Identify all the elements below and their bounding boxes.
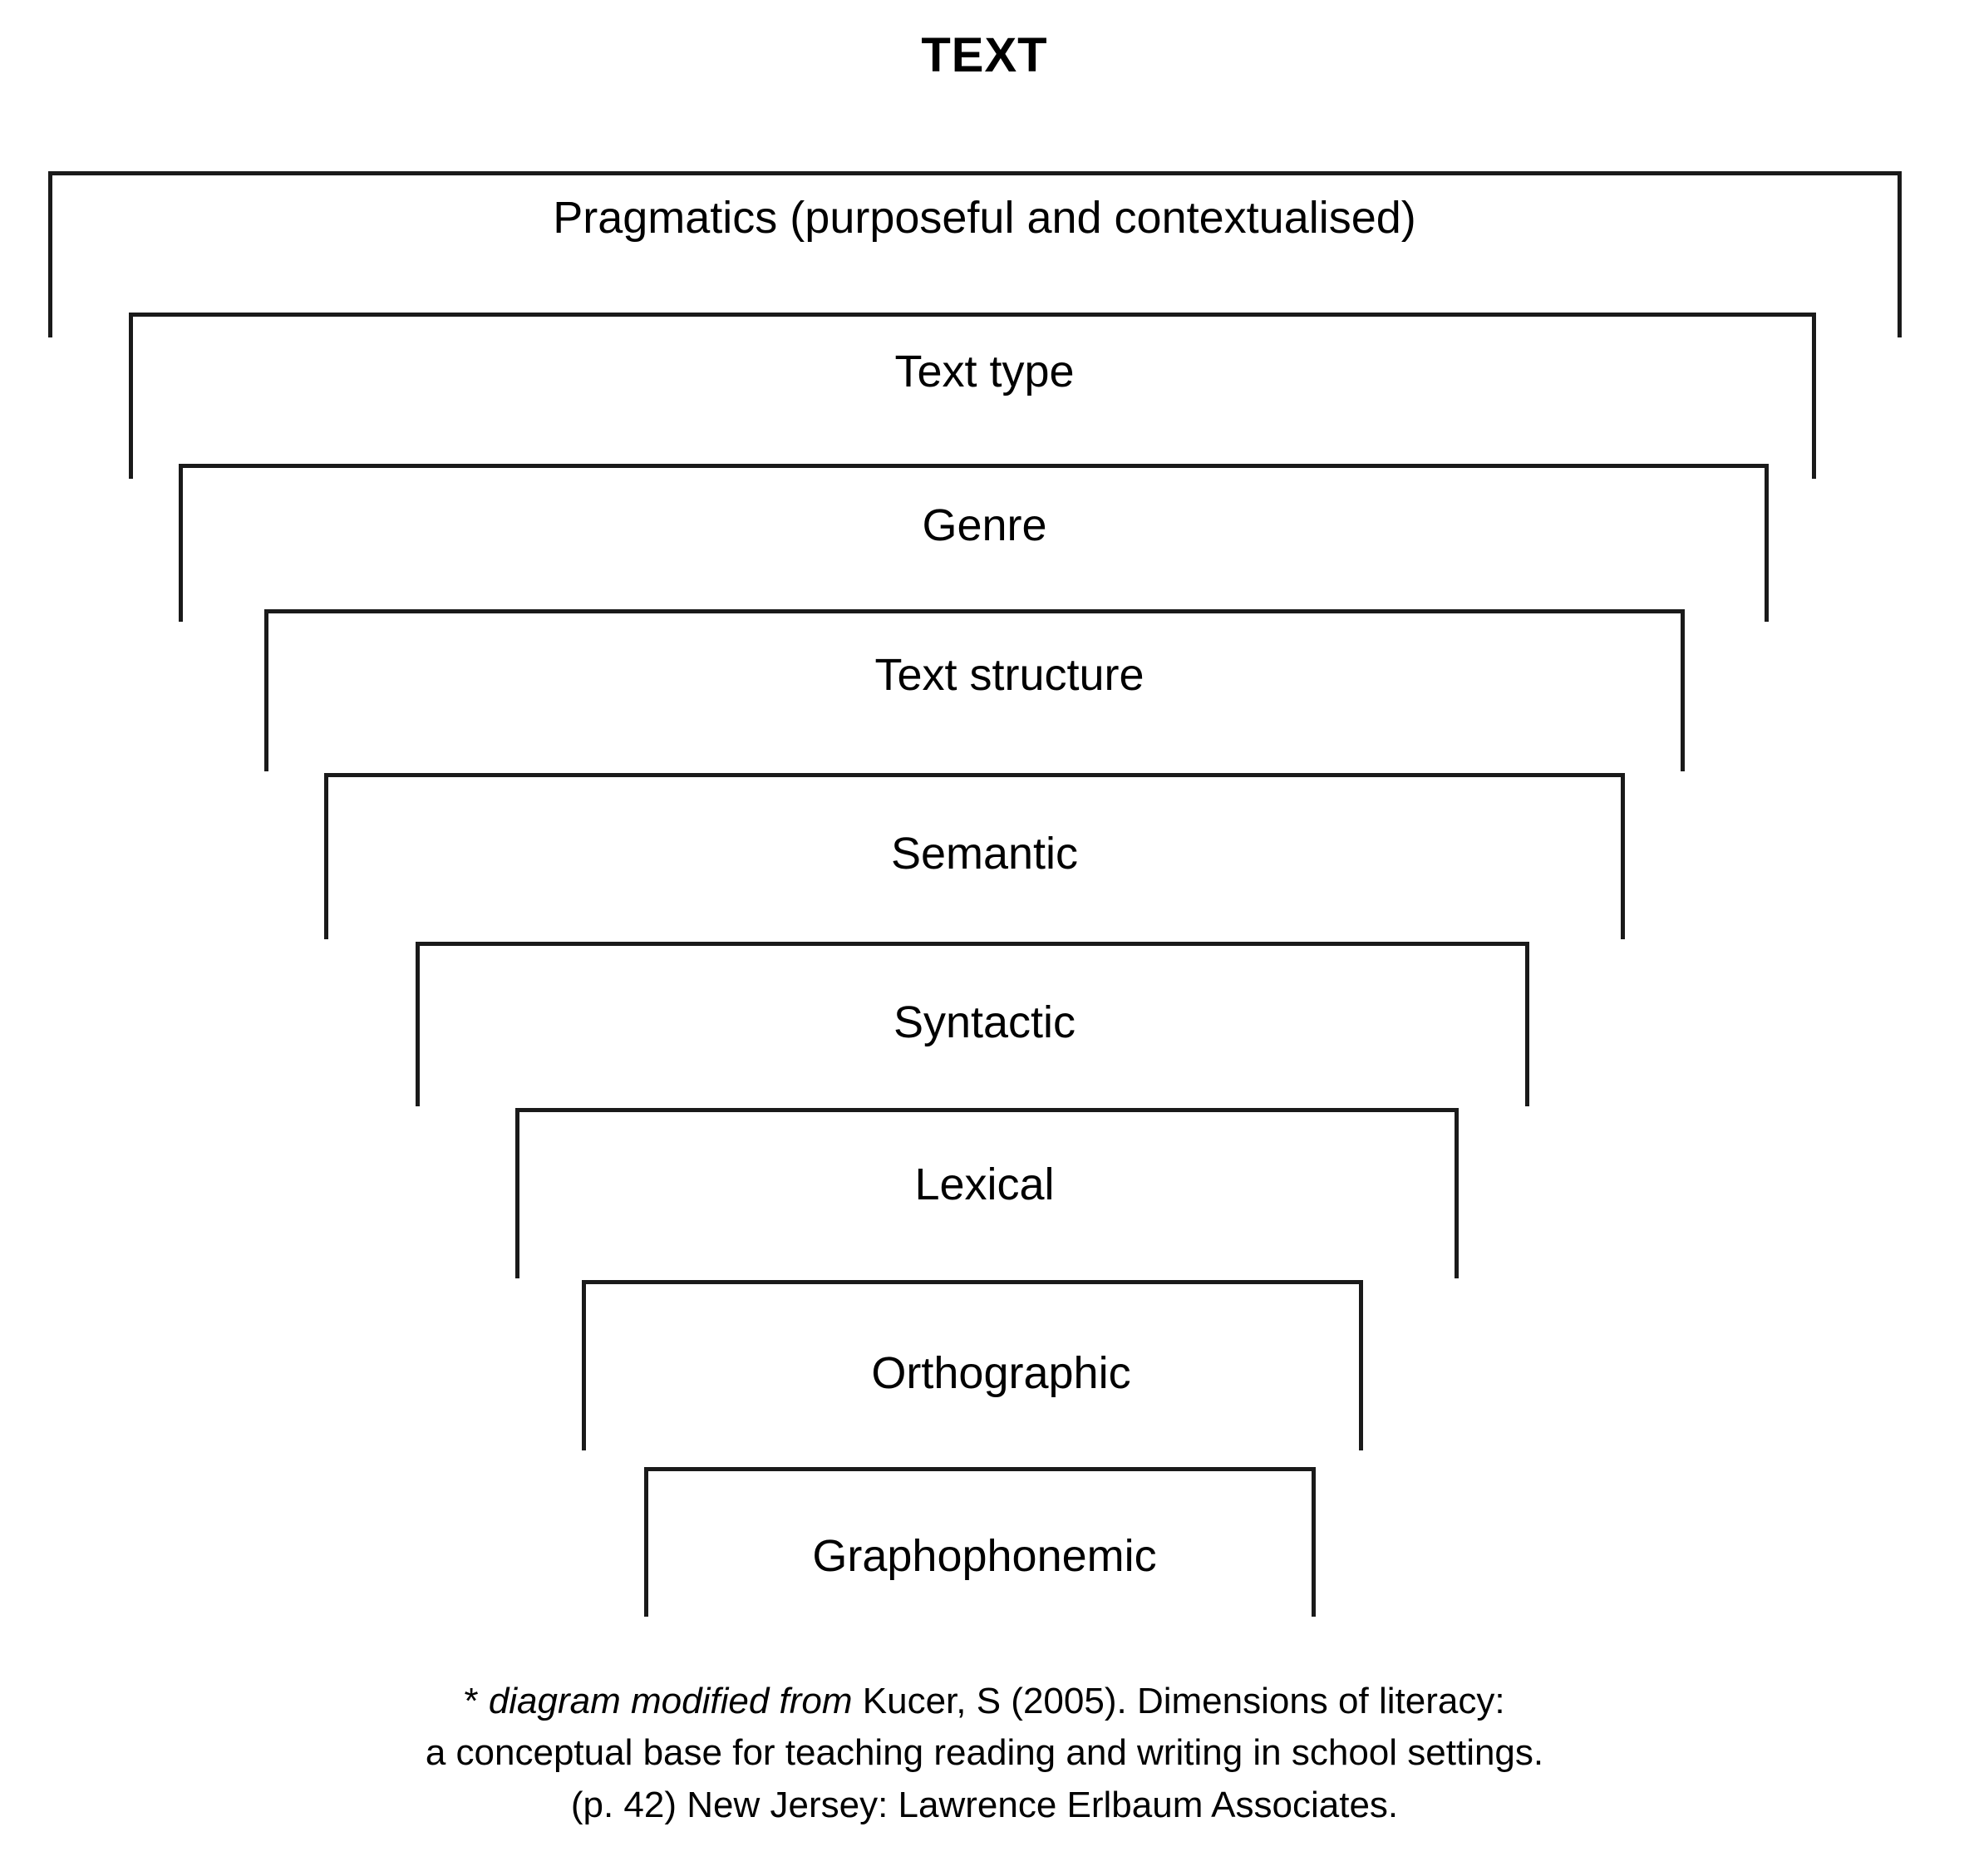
bracket-label-semantic: Semantic (890, 829, 1079, 879)
caption-line-3: (p. 42) New Jersey: Lawrence Erlbaum Ass… (570, 1784, 1399, 1825)
caption-line-1: * diagram modified from Kucer, S (2005).… (0, 1676, 1969, 1727)
bracket-level-6 (416, 942, 1529, 1106)
caption-asterisk: * (464, 1681, 489, 1721)
page-title: TEXT (921, 28, 1048, 82)
bracket-label-graphophonemic: Graphophonemic (812, 1531, 1157, 1581)
bracket-top-line (48, 171, 1902, 175)
bracket-top-line (179, 464, 1769, 468)
bracket-left-line (264, 609, 268, 771)
bracket-right-line (1812, 313, 1816, 479)
bracket-label-orthographic: Orthographic (871, 1348, 1131, 1398)
bracket-level-3 (179, 464, 1769, 622)
bracket-right-line (1359, 1280, 1363, 1450)
bracket-label-pragmatics: Pragmatics (purposeful and contextualise… (553, 193, 1416, 243)
bracket-left-line (416, 942, 420, 1106)
bracket-left-line (324, 773, 328, 939)
bracket-label-text-type: Text type (894, 347, 1075, 396)
bracket-level-9 (644, 1467, 1316, 1617)
bracket-right-line (1525, 942, 1529, 1106)
bracket-left-line (48, 171, 52, 337)
bracket-top-line (582, 1280, 1363, 1284)
bracket-right-line (1898, 171, 1902, 337)
bracket-level-4 (264, 609, 1685, 771)
bracket-label-syntactic: Syntactic (893, 997, 1076, 1047)
bracket-right-line (1765, 464, 1769, 622)
bracket-top-line (324, 773, 1625, 777)
bracket-level-1 (48, 171, 1902, 337)
caption-italic-phrase: diagram modified from (488, 1681, 853, 1721)
bracket-left-line (582, 1280, 586, 1450)
bracket-right-line (1455, 1108, 1459, 1278)
bracket-level-2 (129, 313, 1816, 479)
caption-line-2: a conceptual base for teaching reading a… (425, 1732, 1544, 1774)
bracket-left-line (179, 464, 183, 622)
bracket-top-line (416, 942, 1529, 946)
bracket-left-line (515, 1108, 519, 1278)
bracket-right-line (1621, 773, 1625, 939)
bracket-left-line (129, 313, 133, 479)
bracket-level-5 (324, 773, 1625, 939)
bracket-right-line (1312, 1467, 1316, 1617)
bracket-left-line (644, 1467, 648, 1617)
bracket-right-line (1681, 609, 1685, 771)
bracket-label-lexical: Lexical (914, 1160, 1055, 1209)
bracket-top-line (264, 609, 1685, 613)
caption-line-1-rest: Kucer, S (2005). Dimensions of literacy: (852, 1681, 1505, 1721)
bracket-top-line (129, 313, 1816, 317)
bracket-top-line (515, 1108, 1459, 1112)
bracket-label-genre: Genre (922, 500, 1047, 550)
bracket-level-7 (515, 1108, 1459, 1278)
bracket-level-8 (582, 1280, 1363, 1450)
source-caption: * diagram modified from Kucer, S (2005).… (0, 1676, 1969, 1831)
bracket-label-text-structure: Text structure (874, 650, 1144, 700)
bracket-top-line (644, 1467, 1316, 1471)
